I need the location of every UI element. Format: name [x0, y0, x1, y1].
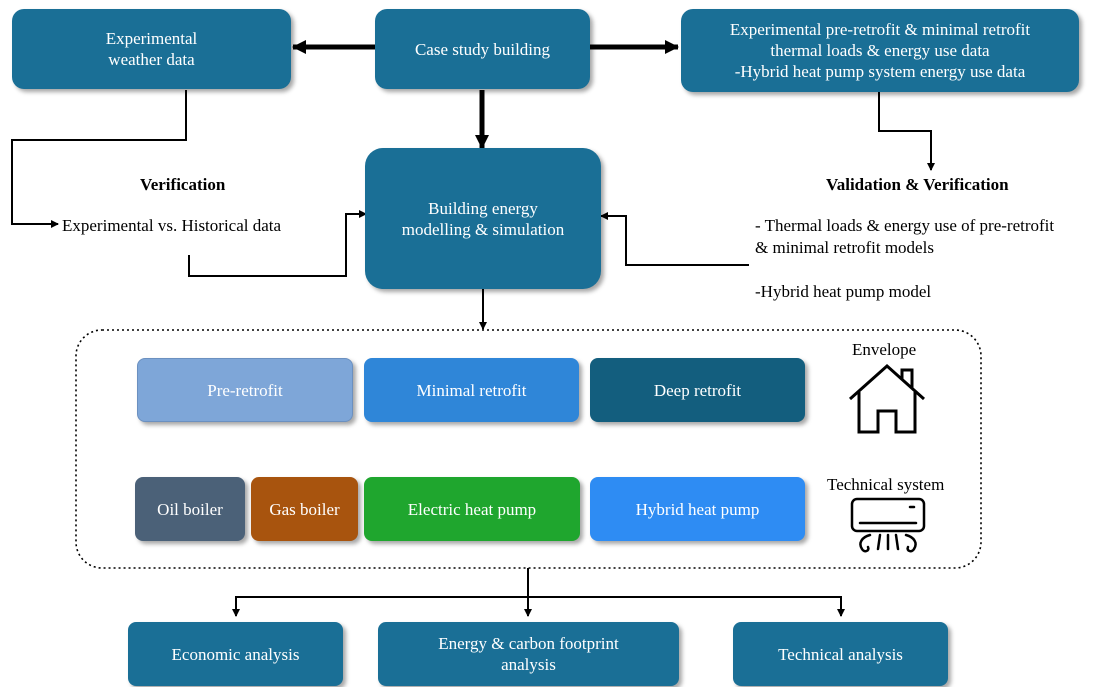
validation-heading: Validation & Verification	[826, 175, 1009, 194]
gas-boiler-label: Gas boiler	[269, 499, 340, 519]
case-study-box: Case study building	[375, 9, 590, 89]
minimal-retrofit-box: Minimal retrofit	[364, 358, 579, 422]
gas-boiler-box: Gas boiler	[251, 477, 358, 541]
verification-heading: Verification	[140, 175, 226, 194]
connector-verification-modelling	[188, 210, 367, 277]
electric-heat-pump-box: Electric heat pump	[364, 477, 580, 541]
minimal-retrofit-label: Minimal retrofit	[416, 380, 527, 400]
experimental-data-label: Experimental pre-retrofit & minimal retr…	[729, 20, 1031, 81]
economic-analysis-box: Economic analysis	[128, 622, 343, 686]
deep-retrofit-box: Deep retrofit	[590, 358, 805, 422]
hybrid-heat-pump-box: Hybrid heat pump	[590, 477, 805, 541]
connector-validation-modelling	[600, 212, 749, 266]
weather-data-box: Experimental weather data	[12, 9, 291, 89]
oil-boiler-box: Oil boiler	[135, 477, 245, 541]
oil-boiler-label: Oil boiler	[157, 499, 223, 519]
technical-analysis-box: Technical analysis	[733, 622, 948, 686]
experimental-data-box: Experimental pre-retrofit & minimal retr…	[681, 9, 1079, 92]
validation-text-1: - Thermal loads & energy use of pre-retr…	[755, 216, 1055, 257]
technical-analysis-label: Technical analysis	[778, 644, 903, 664]
deep-retrofit-label: Deep retrofit	[653, 380, 742, 400]
connector-data-validation	[878, 92, 935, 171]
modelling-box: Building energy modelling & simulation	[365, 148, 601, 289]
connector-weather-verification	[11, 90, 187, 228]
envelope-label: Envelope	[852, 340, 917, 359]
electric-heat-pump-label: Electric heat pump	[407, 499, 537, 519]
energy-carbon-analysis-label: Energy & carbon footprint analysis	[438, 634, 619, 674]
hybrid-heat-pump-label: Hybrid heat pump	[635, 499, 760, 519]
air-conditioner-icon	[850, 497, 926, 553]
validation-text-2: -Hybrid heat pump model	[755, 282, 932, 301]
case-study-label: Case study building	[414, 39, 551, 59]
pre-retrofit-label: Pre-retrofit	[207, 380, 283, 400]
energy-carbon-analysis-box: Energy & carbon footprint analysis	[378, 622, 679, 686]
modelling-label: Building energy modelling & simulation	[401, 198, 565, 239]
weather-data-label: Experimental weather data	[105, 29, 198, 69]
economic-analysis-label: Economic analysis	[171, 644, 300, 664]
pre-retrofit-box: Pre-retrofit	[137, 358, 353, 422]
technical-system-label: Technical system	[827, 475, 945, 494]
house-icon	[849, 363, 925, 434]
verification-text: Experimental vs. Historical data	[62, 216, 282, 235]
